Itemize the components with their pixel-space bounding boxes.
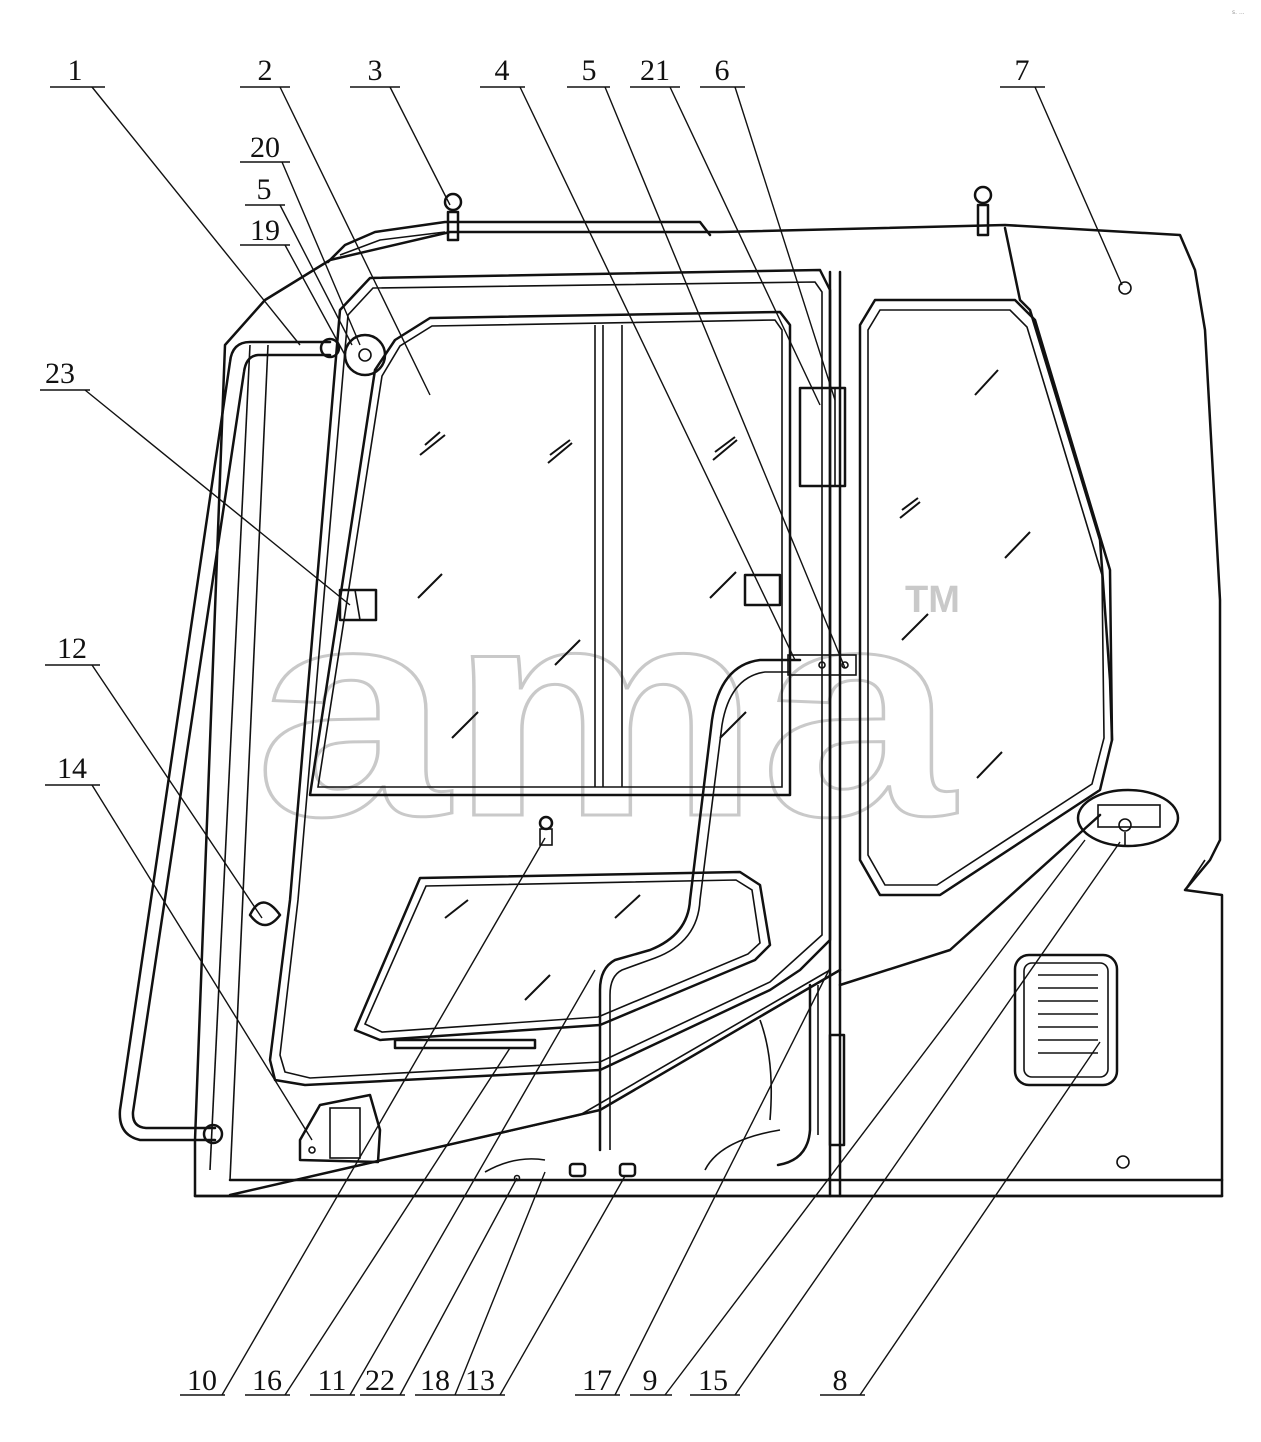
watermark-text: ama [255,543,957,879]
watermark: ama TM [254,542,960,881]
callout-label: 1 [68,54,83,87]
callout: 23 [40,357,351,606]
callout-label: 13 [465,1364,495,1397]
callout-label: 17 [582,1364,612,1397]
callout: 19 [240,214,346,356]
vent-louvers [1038,974,1098,1054]
callout: 16 [245,1047,511,1397]
watermark-trademark: TM [905,579,960,621]
callouts: 1 2 3 4 5 21 6 [40,54,1123,1397]
callout-label: 21 [640,54,670,87]
callout-label: 12 [57,632,87,665]
callout: 20 [240,131,361,346]
callout: 4 [480,54,796,661]
callout-label: 11 [318,1364,347,1397]
callout: 2 [240,54,431,396]
callout: 1 [50,54,301,346]
callout-label: 5 [257,173,272,206]
callout-label: 2 [258,54,273,87]
callout: 5 [567,54,846,669]
callout: 11 [310,969,596,1397]
callout: 3 [350,54,451,206]
callout: 5 [245,173,353,346]
callout-label: 15 [698,1364,728,1397]
callout-label: 20 [250,131,280,164]
callout: 12 [45,632,263,919]
callout: 14 [45,752,313,1141]
callout: 8 [820,1041,1101,1397]
callout-label: 4 [495,54,510,87]
glass-hatch-marks [417,369,1031,1001]
corner-note: s. ... [1232,9,1245,16]
callout: 7 [1000,54,1123,286]
callout: 6 [700,54,836,401]
callout-label: 16 [252,1364,282,1397]
callout-label: 3 [368,54,383,87]
callout: 15 [690,841,1121,1397]
callout-label: 6 [715,54,730,87]
callout: 9 [630,839,1086,1397]
callout-label: 7 [1015,54,1030,87]
callout-label: 19 [250,214,280,247]
callout-label: 10 [187,1364,217,1397]
callout-label: 22 [365,1364,395,1397]
callout-label: 5 [582,54,597,87]
callout-label: 18 [420,1364,450,1397]
cab-body [118,185,1224,1198]
callout-label: 23 [45,357,75,390]
callout: 10 [180,837,546,1397]
callout-label: 8 [833,1364,848,1397]
callout: 22 [360,1177,518,1397]
callout: 18 [415,1171,546,1397]
callout: 13 [460,1175,626,1397]
callout-label: 9 [643,1364,658,1397]
callout: 21 [630,54,821,406]
callout: 17 [575,967,831,1397]
callout-label: 14 [57,752,87,785]
